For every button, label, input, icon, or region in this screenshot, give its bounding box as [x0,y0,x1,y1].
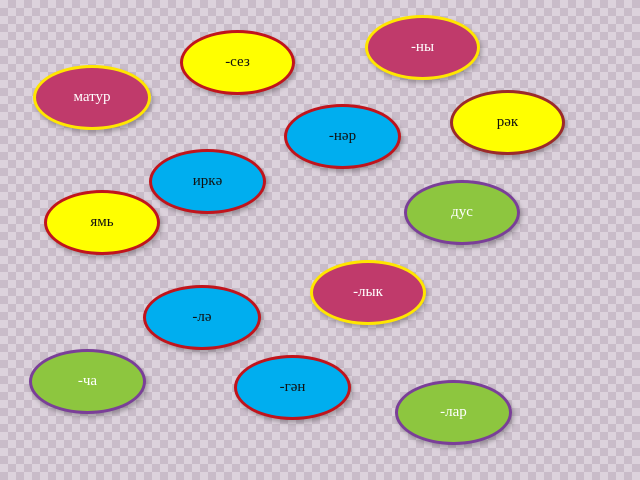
bubble-lar-label: -лар [440,404,467,420]
bubble-yam[interactable]: ямь [44,190,160,255]
bubble-matur[interactable]: матур [33,65,151,130]
bubble-ner[interactable]: -нәр [284,104,401,169]
bubble-rek-label: рәк [496,114,519,130]
bubble-dus-label: дус [451,204,473,220]
bubble-gen[interactable]: -гән [234,355,351,420]
bubble-sez[interactable]: -сез [180,30,295,95]
bubble-ny[interactable]: -ны [365,15,480,80]
bubble-gen-label: -гән [279,379,306,395]
bubble-le-label: -лә [192,309,212,325]
bubble-matur-label: матур [73,89,111,105]
bubble-yam-label: ямь [90,214,114,230]
bubble-cha-label: -ча [77,373,98,389]
bubble-irke-label: иркә [192,173,223,189]
bubble-rek[interactable]: рәк [450,90,565,155]
bubble-le[interactable]: -лә [143,285,261,350]
bubble-ny-label: -ны [410,39,435,55]
bubble-dus[interactable]: дус [404,180,520,245]
bubble-irke[interactable]: иркә [149,149,266,214]
bubble-sez-label: -сез [225,54,250,70]
bubble-lar[interactable]: -лар [395,380,512,445]
bubble-lyk-label: -лык [353,284,383,300]
bubble-ner-label: -нәр [328,128,357,144]
bubble-cha[interactable]: -ча [29,349,146,414]
bubble-lyk[interactable]: -лык [310,260,426,325]
